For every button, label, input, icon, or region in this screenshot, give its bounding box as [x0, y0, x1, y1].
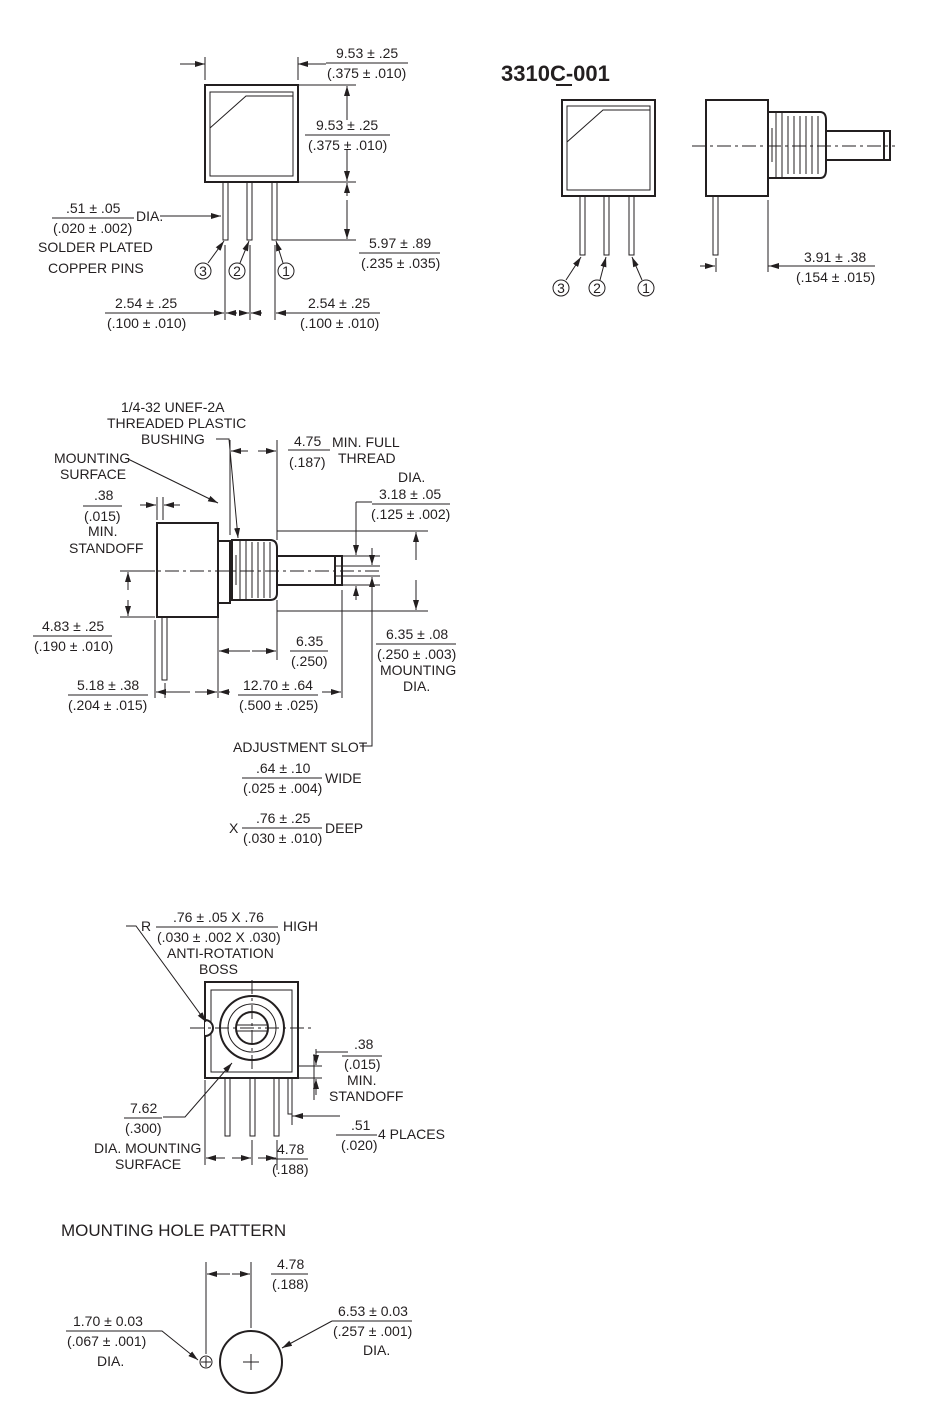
dim-text: (.154 ± .015): [796, 269, 875, 285]
dim-text: (.250): [291, 653, 328, 669]
dim-text: (.188): [272, 1161, 309, 1177]
dim-text: (.025 ± .004): [243, 780, 322, 796]
note-text: DIA. MOUNTING: [94, 1140, 201, 1156]
dim-text: (.015): [344, 1056, 381, 1072]
note-text: SURFACE: [115, 1156, 181, 1172]
note-text: MIN.: [347, 1072, 377, 1088]
note-text: 1/4-32 UNEF-2A: [121, 399, 225, 415]
dim-text: 4.83 ± .25: [42, 618, 104, 634]
dim-text: (.020): [341, 1137, 378, 1153]
dim-text: (.030 ± .002 X .030): [157, 929, 281, 945]
note-text: ANTI-ROTATION: [167, 945, 274, 961]
dim-text: 3.91 ± .38: [804, 249, 866, 265]
note-text: 4 PLACES: [378, 1126, 445, 1142]
dim-text: 4.78: [277, 1256, 304, 1272]
note-text: DIA.: [97, 1353, 124, 1369]
note-text: COPPER PINS: [48, 260, 144, 276]
note-text: STANDOFF: [329, 1088, 403, 1104]
dim-text: .64 ± .10: [256, 760, 311, 776]
dim-text: (.188): [272, 1276, 309, 1292]
note-text: MOUNTING: [380, 662, 456, 678]
dim-text: .76 ± .05 X .76: [173, 909, 264, 925]
side-view: 1/4-32 UNEF-2A THREADED PLASTIC BUSHING …: [33, 399, 456, 846]
dim-text: (.100 ± .010): [107, 315, 186, 331]
pin-label: 3: [557, 280, 565, 296]
pin-2-callout: [228, 262, 246, 280]
dim-text: (.300): [125, 1120, 162, 1136]
dim-text: 4.75: [294, 433, 321, 449]
note-text: THREADED PLASTIC: [107, 415, 246, 431]
note-text: BOSS: [199, 961, 238, 977]
top-front-view: 3 2 1 9.53 ± .25 (.375 ± .010) 9.53 ± .2…: [38, 45, 440, 331]
note-text: ADJUSTMENT SLOT: [233, 739, 368, 755]
note-text: SOLDER PLATED: [38, 239, 153, 255]
dim-text: 6.53 ± 0.03: [338, 1303, 408, 1319]
dim-text: (.375 ± .010): [327, 65, 406, 81]
model-view: 3310C-001 3 2 1 3.91 ± .38 (.154 ± .015): [501, 61, 895, 297]
dim-text: (.187): [289, 454, 326, 470]
note-text: MOUNTING: [54, 450, 130, 466]
dim-text: 12.70 ± .64: [243, 677, 313, 693]
dim-text: (.250 ± .003): [377, 646, 456, 662]
dim-text: 3.18 ± .05: [379, 486, 441, 502]
note-text: DIA.: [403, 678, 430, 694]
dim-text: (.235 ± .035): [361, 255, 440, 271]
section-title: MOUNTING HOLE PATTERN: [61, 1221, 286, 1240]
note-text: HIGH: [283, 918, 318, 934]
dim-text: .38: [94, 487, 114, 503]
dim-text: .51 ± .05: [66, 200, 121, 216]
note-text: DIA.: [363, 1342, 390, 1358]
dim-text: (.375 ± .010): [308, 137, 387, 153]
dim-text: 7.62: [130, 1100, 157, 1116]
dim-text: 2.54 ± .25: [115, 295, 177, 311]
pin-label: 1: [282, 263, 290, 279]
dim-text: 9.53 ± .25: [336, 45, 398, 61]
dim-text: (.067 ± .001): [67, 1333, 146, 1349]
dim-text: (.204 ± .015): [68, 697, 147, 713]
front-view: R .76 ± .05 X .76 (.030 ± .002 X .030) H…: [94, 909, 445, 1177]
hole-pattern: MOUNTING HOLE PATTERN 4.78 (.188) 1.70 ±…: [61, 1221, 412, 1394]
dim-text: .76 ± .25: [256, 810, 311, 826]
pin-label: 2: [593, 280, 601, 296]
dim-text: (.030 ± .010): [243, 830, 322, 846]
dim-text: .38: [354, 1036, 374, 1052]
dim-text: DIA.: [136, 208, 163, 224]
pin-1-callout: [277, 262, 295, 280]
note-text: BUSHING: [141, 431, 205, 447]
dim-text: .51: [351, 1117, 371, 1133]
pin-label: 1: [642, 280, 650, 296]
dim-text: 1.70 ± 0.03: [73, 1313, 143, 1329]
dim-text: 5.97 ± .89: [369, 235, 431, 251]
dim-text: (.500 ± .025): [239, 697, 318, 713]
dim-text: 6.35: [296, 633, 323, 649]
dim-text: (.125 ± .002): [371, 506, 450, 522]
dim-text: 5.18 ± .38: [77, 677, 139, 693]
note-text: THREAD: [338, 450, 396, 466]
pin-3-callout: [194, 262, 212, 280]
note-text: SURFACE: [60, 466, 126, 482]
dim-text: (.020 ± .002): [53, 220, 132, 236]
dim-text: 9.53 ± .25: [316, 117, 378, 133]
dim-text: (.190 ± .010): [34, 638, 113, 654]
note-text: DIA.: [398, 469, 425, 485]
dim-text: (.257 ± .001): [333, 1323, 412, 1339]
model-title: 3310C-001: [501, 61, 610, 86]
dim-text: (.100 ± .010): [300, 315, 379, 331]
dim-text: (.015): [84, 508, 121, 524]
pin-label: 2: [233, 263, 241, 279]
dim-text: 4.78: [277, 1141, 304, 1157]
note-text: X: [229, 820, 239, 836]
note-text: R: [141, 918, 151, 934]
note-text: MIN.: [88, 523, 118, 539]
dim-text: 6.35 ± .08: [386, 626, 448, 642]
pin-label: 3: [199, 263, 207, 279]
note-text: DEEP: [325, 820, 363, 836]
note-text: WIDE: [325, 770, 362, 786]
dim-text: 2.54 ± .25: [308, 295, 370, 311]
note-text: STANDOFF: [69, 540, 143, 556]
note-text: MIN. FULL: [332, 434, 400, 450]
